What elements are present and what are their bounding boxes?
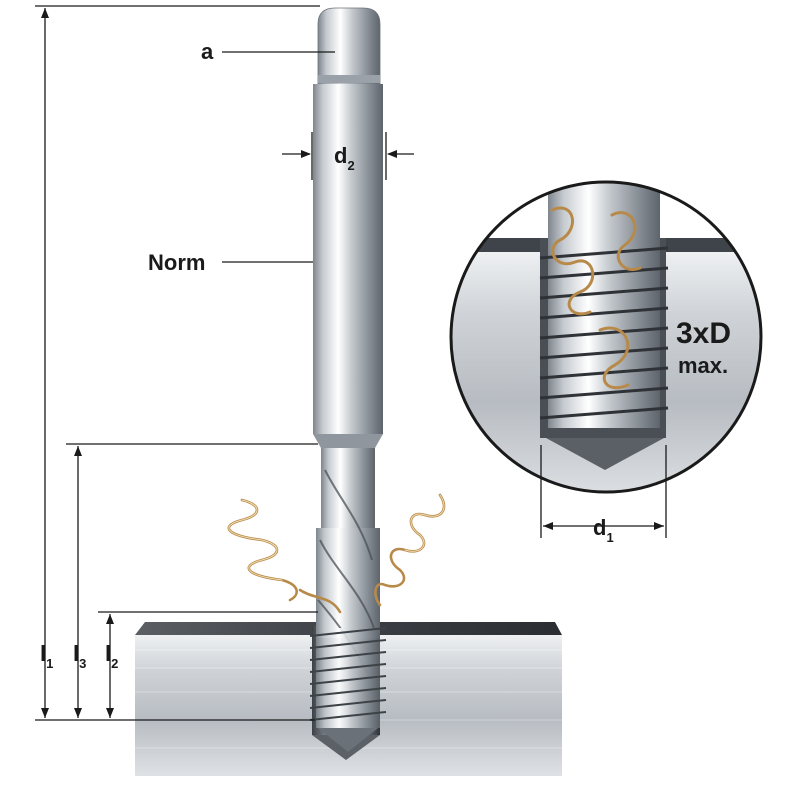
label-a: a [201,39,214,64]
label-l2: l2 [105,641,118,671]
chips [227,493,446,614]
label-d2: d2 [334,143,355,173]
thread-tap [309,7,387,752]
label-l3: l3 [73,641,86,671]
label-depth-note: max. [678,353,728,378]
label-depth: 3xD [676,317,731,350]
dimension-lines [35,5,667,721]
label-l1: l1 [40,641,53,671]
label-norm: Norm [148,250,205,275]
label-d1: d1 [593,515,614,545]
